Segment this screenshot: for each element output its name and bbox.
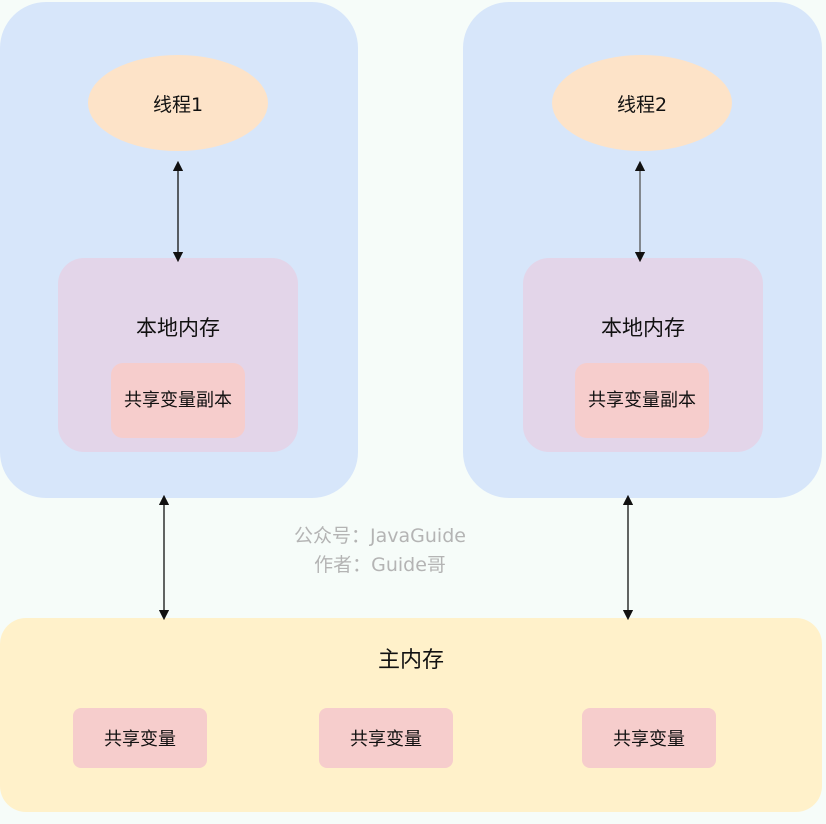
local-memory-2: 本地内存 共享变量副本 (523, 258, 763, 452)
main-memory: 主内存 共享变量 共享变量 共享变量 (0, 618, 822, 812)
shared-variable-copy-2: 共享变量副本 (575, 363, 709, 438)
shared-variable-copy-1: 共享变量副本 (111, 363, 245, 438)
thread-1: 线程1 (88, 55, 268, 151)
local-memory-2-title: 本地内存 (601, 316, 685, 340)
shared-variable-3: 共享变量 (582, 708, 716, 768)
local-memory-1: 本地内存 共享变量副本 (58, 258, 298, 452)
main-memory-title: 主内存 (377, 648, 444, 673)
local-memory-1-title: 本地内存 (136, 316, 220, 340)
watermark-line-1: 公众号：JavaGuide (294, 525, 466, 547)
watermark-line-2: 作者：Guide哥 (314, 554, 446, 576)
thread-2: 线程2 (552, 55, 732, 151)
shared-variable-2: 共享变量 (319, 708, 453, 768)
shared-variable-1: 共享变量 (73, 708, 207, 768)
